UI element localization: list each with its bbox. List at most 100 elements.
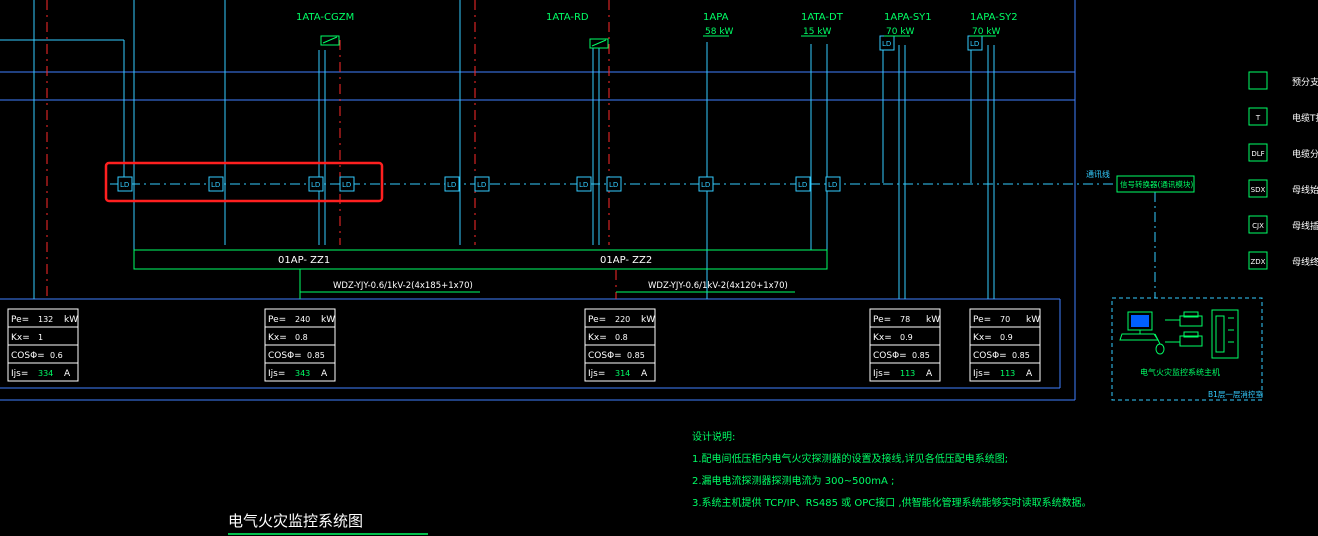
calc-value-cos: 0.85 xyxy=(307,351,325,360)
legend-text: 电缆T接 xyxy=(1292,112,1318,124)
busbar-2-cable: WDZ-YJY-0.6/1kV-2(4x120+1x70) xyxy=(648,281,788,291)
calc-label-cos: COSΦ= xyxy=(268,351,302,361)
legend-symbol: DLF xyxy=(1251,150,1264,158)
calc-unit: kW xyxy=(64,315,78,325)
calc-value-ijs: 334 xyxy=(38,369,53,378)
load-label: 1APA xyxy=(703,12,729,23)
legend-text: 母线始端 xyxy=(1292,184,1318,196)
comm-module-label: 信号转换器(通讯模块) xyxy=(1120,179,1193,189)
calc-label-cos: COSΦ= xyxy=(11,351,45,361)
notes-line-1: 1.配电间低压柜内电气火灾探测器的设置及接线,详见各低压配电系统图; xyxy=(692,452,1008,465)
legend-symbol: CJX xyxy=(1252,222,1264,230)
legend-symbol-box xyxy=(1248,215,1268,234)
legend-text: 预分支电 xyxy=(1292,76,1318,88)
detector-box xyxy=(606,176,622,192)
load-power: 58 kW xyxy=(705,27,734,37)
printer-icon xyxy=(1165,311,1203,347)
detector-box xyxy=(795,176,811,192)
calc-value-ijs: 113 xyxy=(900,369,915,378)
load-power: 70 kW xyxy=(972,27,1001,37)
server-cabinet-icon xyxy=(1211,309,1239,359)
computer-icon xyxy=(1119,311,1165,355)
notes-line-2: 2.漏电电流探测器探测电流为 300~500mA ; xyxy=(692,474,894,487)
legend-symbol-box xyxy=(1248,107,1268,126)
calc-value-ijs: 343 xyxy=(295,369,310,378)
monitor-host-label: 电气火灾监控系统主机 xyxy=(1140,367,1220,377)
detector-box xyxy=(208,176,224,192)
legend-text: 母线插接 xyxy=(1292,220,1318,232)
calc-label-ijs: Ijs= xyxy=(11,369,28,379)
calc-label-cos: COSΦ= xyxy=(973,351,1007,361)
detector-box xyxy=(117,176,133,192)
notes-line-3: 3.系统主机提供 TCP/IP、RS485 或 OPC接口 ,供智能化管理系统能… xyxy=(692,496,1092,509)
detector-label: LD xyxy=(211,181,220,189)
calc-value-pe: 78 xyxy=(900,315,910,324)
calc-label-cos: COSΦ= xyxy=(588,351,622,361)
calc-label-pe: Pe= xyxy=(873,315,891,325)
comm-module-box xyxy=(1116,175,1195,193)
legend-symbol: T xyxy=(1255,114,1261,122)
calc-unit: kW xyxy=(641,315,655,325)
detector-label: LD xyxy=(447,181,456,189)
load-label: 1ATA-DT xyxy=(801,12,844,23)
notes-heading: 设计说明: xyxy=(692,430,735,443)
calc-label-pe: Pe= xyxy=(588,315,606,325)
detector-label: LD xyxy=(120,181,129,189)
detector-box xyxy=(339,176,355,192)
load-power: 70 kW xyxy=(886,27,915,37)
diagram-title: 电气火灾监控系统图 xyxy=(228,512,363,530)
load-label: 1ATA-RD xyxy=(546,12,589,23)
load-feeder-labels: 1ATA-CGZM 1ATA-RD 1APA 58 kW 1ATA-DT 15 kW 1AP… xyxy=(296,12,1018,49)
calc-value-cos: 0.85 xyxy=(1012,351,1030,360)
monitor-room-label: B1层一层消控室 xyxy=(1208,389,1263,399)
highlight-box xyxy=(104,161,384,203)
calc-label-kx: Kx= xyxy=(11,333,30,343)
calc-value-kx: 0.9 xyxy=(900,333,913,342)
calc-value-kx: 0.8 xyxy=(615,333,628,342)
calc-unit: kW xyxy=(321,315,335,325)
calc-value-kx: 0.8 xyxy=(295,333,308,342)
calc-label-kx: Kx= xyxy=(873,333,892,343)
detector-box xyxy=(576,176,592,192)
calc-value-pe: 240 xyxy=(295,315,310,324)
legend-text: 母线终端 xyxy=(1292,256,1318,268)
detector-label: LD xyxy=(477,181,486,189)
load-label: 1ATA-CGZM xyxy=(296,12,354,23)
legend-symbol-box xyxy=(1248,71,1268,90)
busbar-2-name: 01AP- ZZ2 xyxy=(600,255,652,266)
detector-label: LD xyxy=(828,181,837,189)
calc-value-kx: 1 xyxy=(38,333,43,342)
detector-box xyxy=(698,176,714,192)
legend-text: 电缆分支 xyxy=(1292,148,1318,160)
calc-value-cos: 0.6 xyxy=(50,351,63,360)
legend-symbol: SDX xyxy=(1251,186,1266,194)
detector-label: LD xyxy=(342,181,351,189)
calc-label-ijs: Ijs= xyxy=(588,369,605,379)
calc-value-ijs: 113 xyxy=(1000,369,1015,378)
calc-value-kx: 0.9 xyxy=(1000,333,1013,342)
load-power: 15 kW xyxy=(803,27,832,37)
calc-value-cos: 0.85 xyxy=(627,351,645,360)
detector-label: LD xyxy=(701,181,710,189)
calc-value-ijs: 314 xyxy=(615,369,630,378)
legend-symbol-box xyxy=(1248,251,1268,270)
legend-symbol: ZDX xyxy=(1251,258,1266,266)
calc-unit: A xyxy=(64,369,71,379)
detector-box xyxy=(474,176,490,192)
detector-label: LD xyxy=(970,40,979,48)
detector-box xyxy=(444,176,460,192)
load-label: 1APA-SY2 xyxy=(970,12,1018,23)
calc-label-pe: Pe= xyxy=(973,315,991,325)
detector-label: LD xyxy=(882,40,891,48)
calc-value-pe: 70 xyxy=(1000,315,1010,324)
calc-label-pe: Pe= xyxy=(11,315,29,325)
legend-symbol-box xyxy=(1248,179,1268,198)
calc-label-ijs: Ijs= xyxy=(268,369,285,379)
comm-line-label: 通讯线 xyxy=(1086,169,1110,179)
busbar-1-cable: WDZ-YJY-0.6/1kV-2(4x185+1x70) xyxy=(333,281,473,291)
calc-label-kx: Kx= xyxy=(268,333,287,343)
calc-value-pe: 220 xyxy=(615,315,630,324)
